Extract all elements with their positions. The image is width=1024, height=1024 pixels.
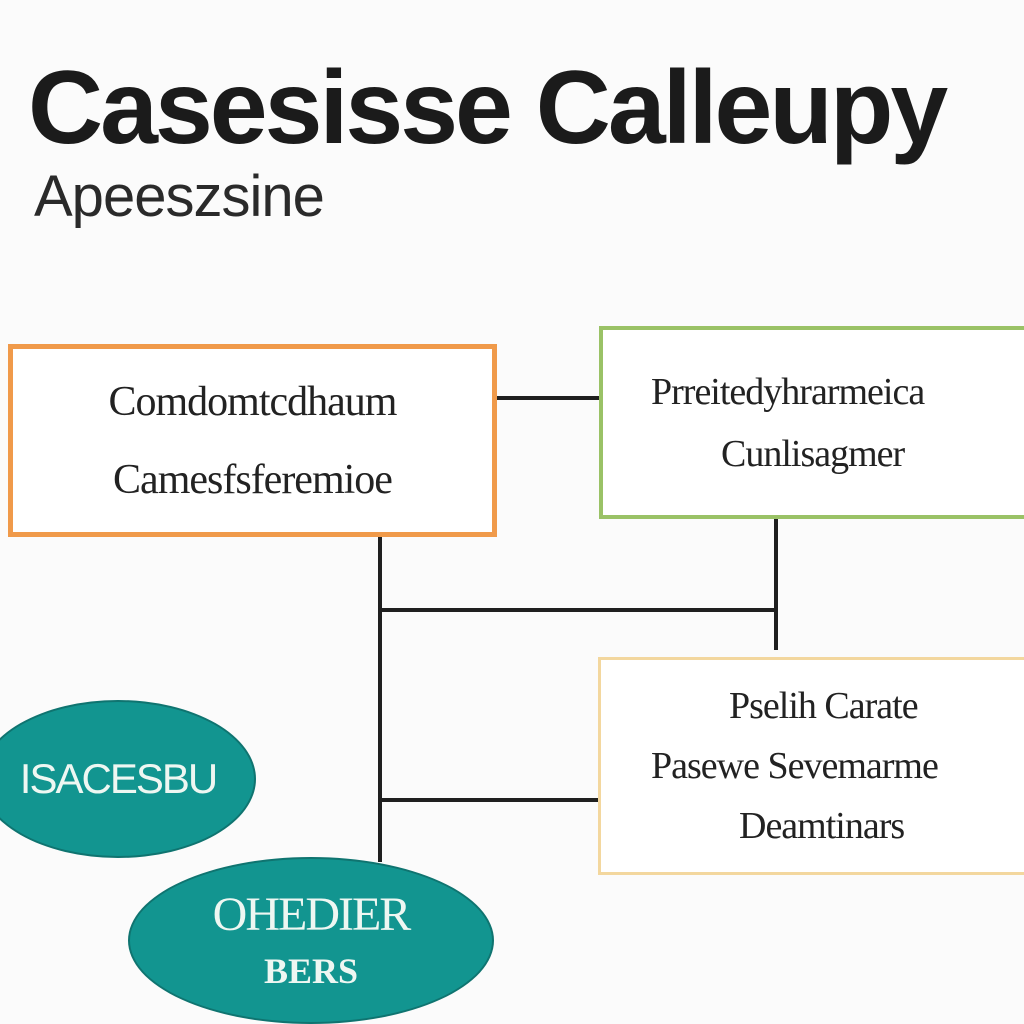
green-box: Prreitedyhrarmeica Cunlisagmer [599, 326, 1024, 519]
yellow-box-line-1: Pselih Carate [729, 685, 919, 727]
yellow-box-line-2: Pasewe Sevemarme [651, 745, 939, 787]
orange-box-line-1: Comdomtcdhaum [108, 378, 398, 425]
teal-ellipse-lower-line-2: BERS [263, 950, 359, 991]
yellow-box: Pselih Carate Pasewe Sevemarme Deamtinar… [598, 657, 1024, 875]
teal-ellipse-upper-label: ISACESBU [19, 755, 218, 802]
orange-box: Comdomtcdhaum Camesfsferemioe [8, 344, 497, 537]
diagram-title: Casesisse Calleupy [28, 50, 948, 166]
orange-box-line-2: Camesfsferemioe [113, 456, 393, 503]
teal-ellipse-lower-line-1: OHEDIER [212, 887, 412, 941]
yellow-box-line-3: Deamtinars [739, 805, 905, 847]
diagram-subtitle: Apeeszsine [34, 164, 325, 229]
teal-ellipse-upper: ISACESBU [0, 700, 256, 858]
green-box-line-2: Cunlisagmer [721, 432, 905, 475]
teal-ellipse-lower: OHEDIER BERS [128, 857, 494, 1024]
green-box-line-1: Prreitedyhrarmeica [651, 370, 925, 413]
